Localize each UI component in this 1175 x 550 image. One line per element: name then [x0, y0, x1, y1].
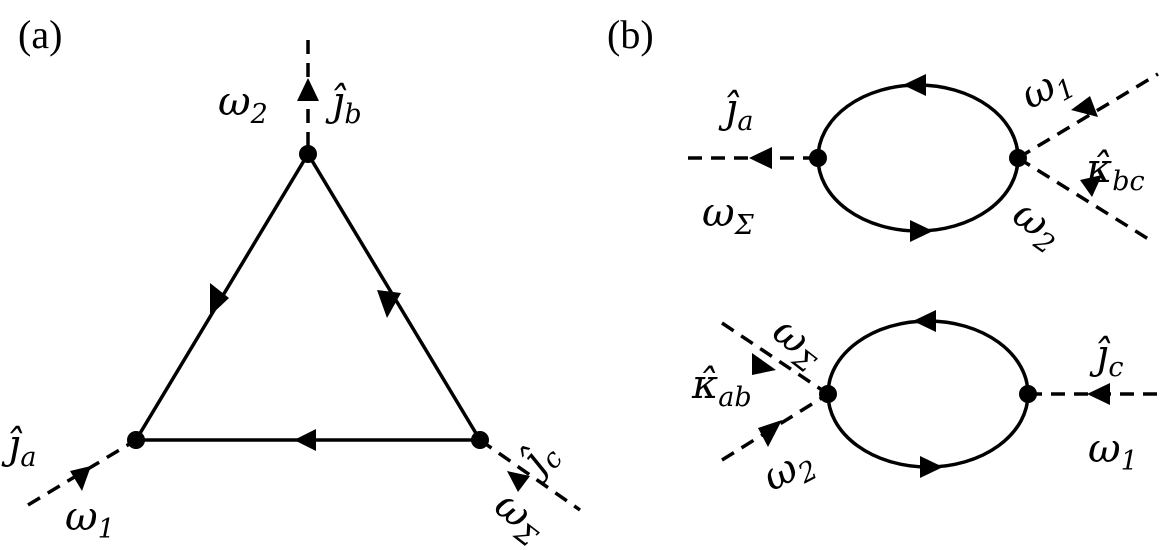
external-line-right	[478, 438, 582, 512]
loop-top	[816, 83, 1020, 233]
label-b-top-j-a: ĵa	[718, 86, 754, 137]
label-b-bottom-j-c: ĵc	[1089, 332, 1124, 383]
label-j-a: ĵa	[1, 422, 37, 473]
arrow-top-lower-right-icon	[1080, 175, 1102, 197]
label-b-top-kappa-bc: κ̂bc	[1085, 146, 1145, 197]
arrow-top-upper-right-icon	[1071, 96, 1098, 117]
label-b-bottom-omega-2: ω2	[755, 437, 823, 505]
label-b-top-omega-1: ω1	[1013, 55, 1081, 123]
vertex-top	[299, 145, 317, 163]
external-line-top-lower-right	[1017, 156, 1151, 242]
arrow-loop-top-upper-icon	[903, 74, 926, 96]
arrow-loop-bottom-upper-icon	[913, 310, 936, 332]
arrow-loop-top-lower-icon	[910, 220, 933, 242]
label-b-bottom-kappa-ab: κ̂ab	[691, 362, 752, 413]
arrow-top-left-icon	[749, 147, 772, 169]
panel-a-label: (a)	[18, 12, 62, 57]
loop-bottom	[826, 319, 1030, 469]
arrow-top-up-icon	[297, 78, 319, 101]
arrow-left-in-icon	[70, 466, 91, 491]
vertex-top-right	[1009, 149, 1027, 167]
panel-a: (a) ω2 ĵb ĵa ω1 ĵc ωΣ	[1, 12, 582, 550]
vertex-bottom-left	[819, 385, 837, 403]
panel-b: (b) ĵa ωΣ ω1 κ̂bc ω2	[607, 12, 1160, 505]
external-line-left	[27, 438, 137, 507]
arrow-loop-bottom-lower-icon	[920, 456, 943, 478]
vertex-left	[127, 431, 145, 449]
label-b-top-omega-sigma: ωΣ	[702, 190, 755, 241]
arrow-bottom-lower-left-icon	[758, 420, 782, 447]
panel-b-label: (b)	[607, 12, 654, 57]
arrow-bottom-left-icon	[294, 429, 316, 451]
arrow-bottom-right-icon	[1087, 383, 1110, 405]
arrow-right-out-icon	[507, 471, 530, 492]
label-b-top-omega-2: ω2	[1001, 191, 1071, 261]
external-line-top-upper-right	[1017, 72, 1159, 160]
arrow-left-up-icon	[210, 283, 229, 316]
vertex-bottom-right	[1019, 385, 1037, 403]
label-b-bottom-omega-1: ω1	[1088, 426, 1138, 477]
label-omega-1: ω1	[65, 494, 115, 545]
external-line-bottom-lower-left	[721, 392, 829, 462]
panel-b-top-diagram: ĵa ωΣ ω1 κ̂bc ω2	[688, 55, 1159, 261]
vertex-top-left	[809, 149, 827, 167]
vertex-right	[471, 431, 489, 449]
arrow-right-down-icon	[377, 290, 401, 318]
label-j-b: ĵb	[325, 79, 362, 130]
label-omega-2: ω2	[218, 79, 268, 130]
panel-b-bottom-diagram: ωΣ κ̂ab ω2 ĵc ω1	[691, 308, 1160, 505]
label-omega-sigma: ωΣ	[483, 482, 556, 550]
arrow-bottom-upper-left-icon	[752, 353, 776, 375]
